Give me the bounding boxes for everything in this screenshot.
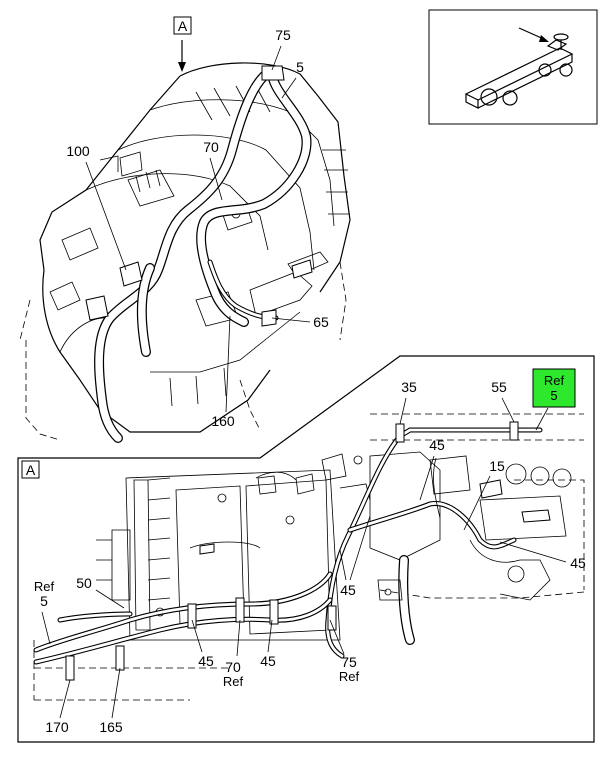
ref-5-left-num: 5 <box>40 593 48 609</box>
ref-70: Ref <box>223 674 244 689</box>
callout-70-detail: 70 <box>225 659 241 675</box>
callout-45-mid: 45 <box>340 582 356 598</box>
ref-5-highlight[interactable]: Ref 5 <box>532 368 576 408</box>
locator-inset <box>428 9 598 125</box>
transmission-illustration <box>19 62 351 443</box>
callout-70-top: 70 <box>203 139 219 155</box>
vehicle-chassis-locator-icon <box>464 27 574 109</box>
svg-text:Ref: Ref <box>544 373 565 388</box>
callout-45-right: 45 <box>570 555 586 571</box>
callout-75-top: 75 <box>275 27 291 43</box>
callout-55: 55 <box>491 379 507 395</box>
callout-165: 165 <box>99 719 123 735</box>
callout-170: 170 <box>45 719 69 735</box>
callout-100: 100 <box>66 143 90 159</box>
view-marker-top: A <box>173 16 192 72</box>
callout-160: 160 <box>211 413 235 429</box>
callout-45-top: 45 <box>429 437 445 453</box>
callout-45-low1: 45 <box>198 653 214 669</box>
callout-5-top: 5 <box>296 59 304 75</box>
callout-35: 35 <box>401 379 417 395</box>
callout-75-detail: 75 <box>341 654 357 670</box>
detail-view-frame: A <box>17 355 595 743</box>
top-callouts: 75 5 100 70 65 160 <box>66 27 329 429</box>
ref-75: Ref <box>339 669 360 684</box>
detail-illustration <box>33 413 585 701</box>
callout-65: 65 <box>313 314 329 330</box>
svg-text:5: 5 <box>550 388 557 403</box>
detail-marker: A <box>26 462 36 478</box>
arrow-down-icon <box>178 62 186 72</box>
detail-callouts: 35 55 45 15 45 45 50 Ref 5 45 45 70 Ref … <box>34 379 586 735</box>
callout-45-low2: 45 <box>260 653 276 669</box>
callout-15: 15 <box>489 458 505 474</box>
ref-5-left-ref: Ref <box>34 579 55 594</box>
callout-50: 50 <box>76 575 92 591</box>
svg-text:A: A <box>178 18 188 34</box>
